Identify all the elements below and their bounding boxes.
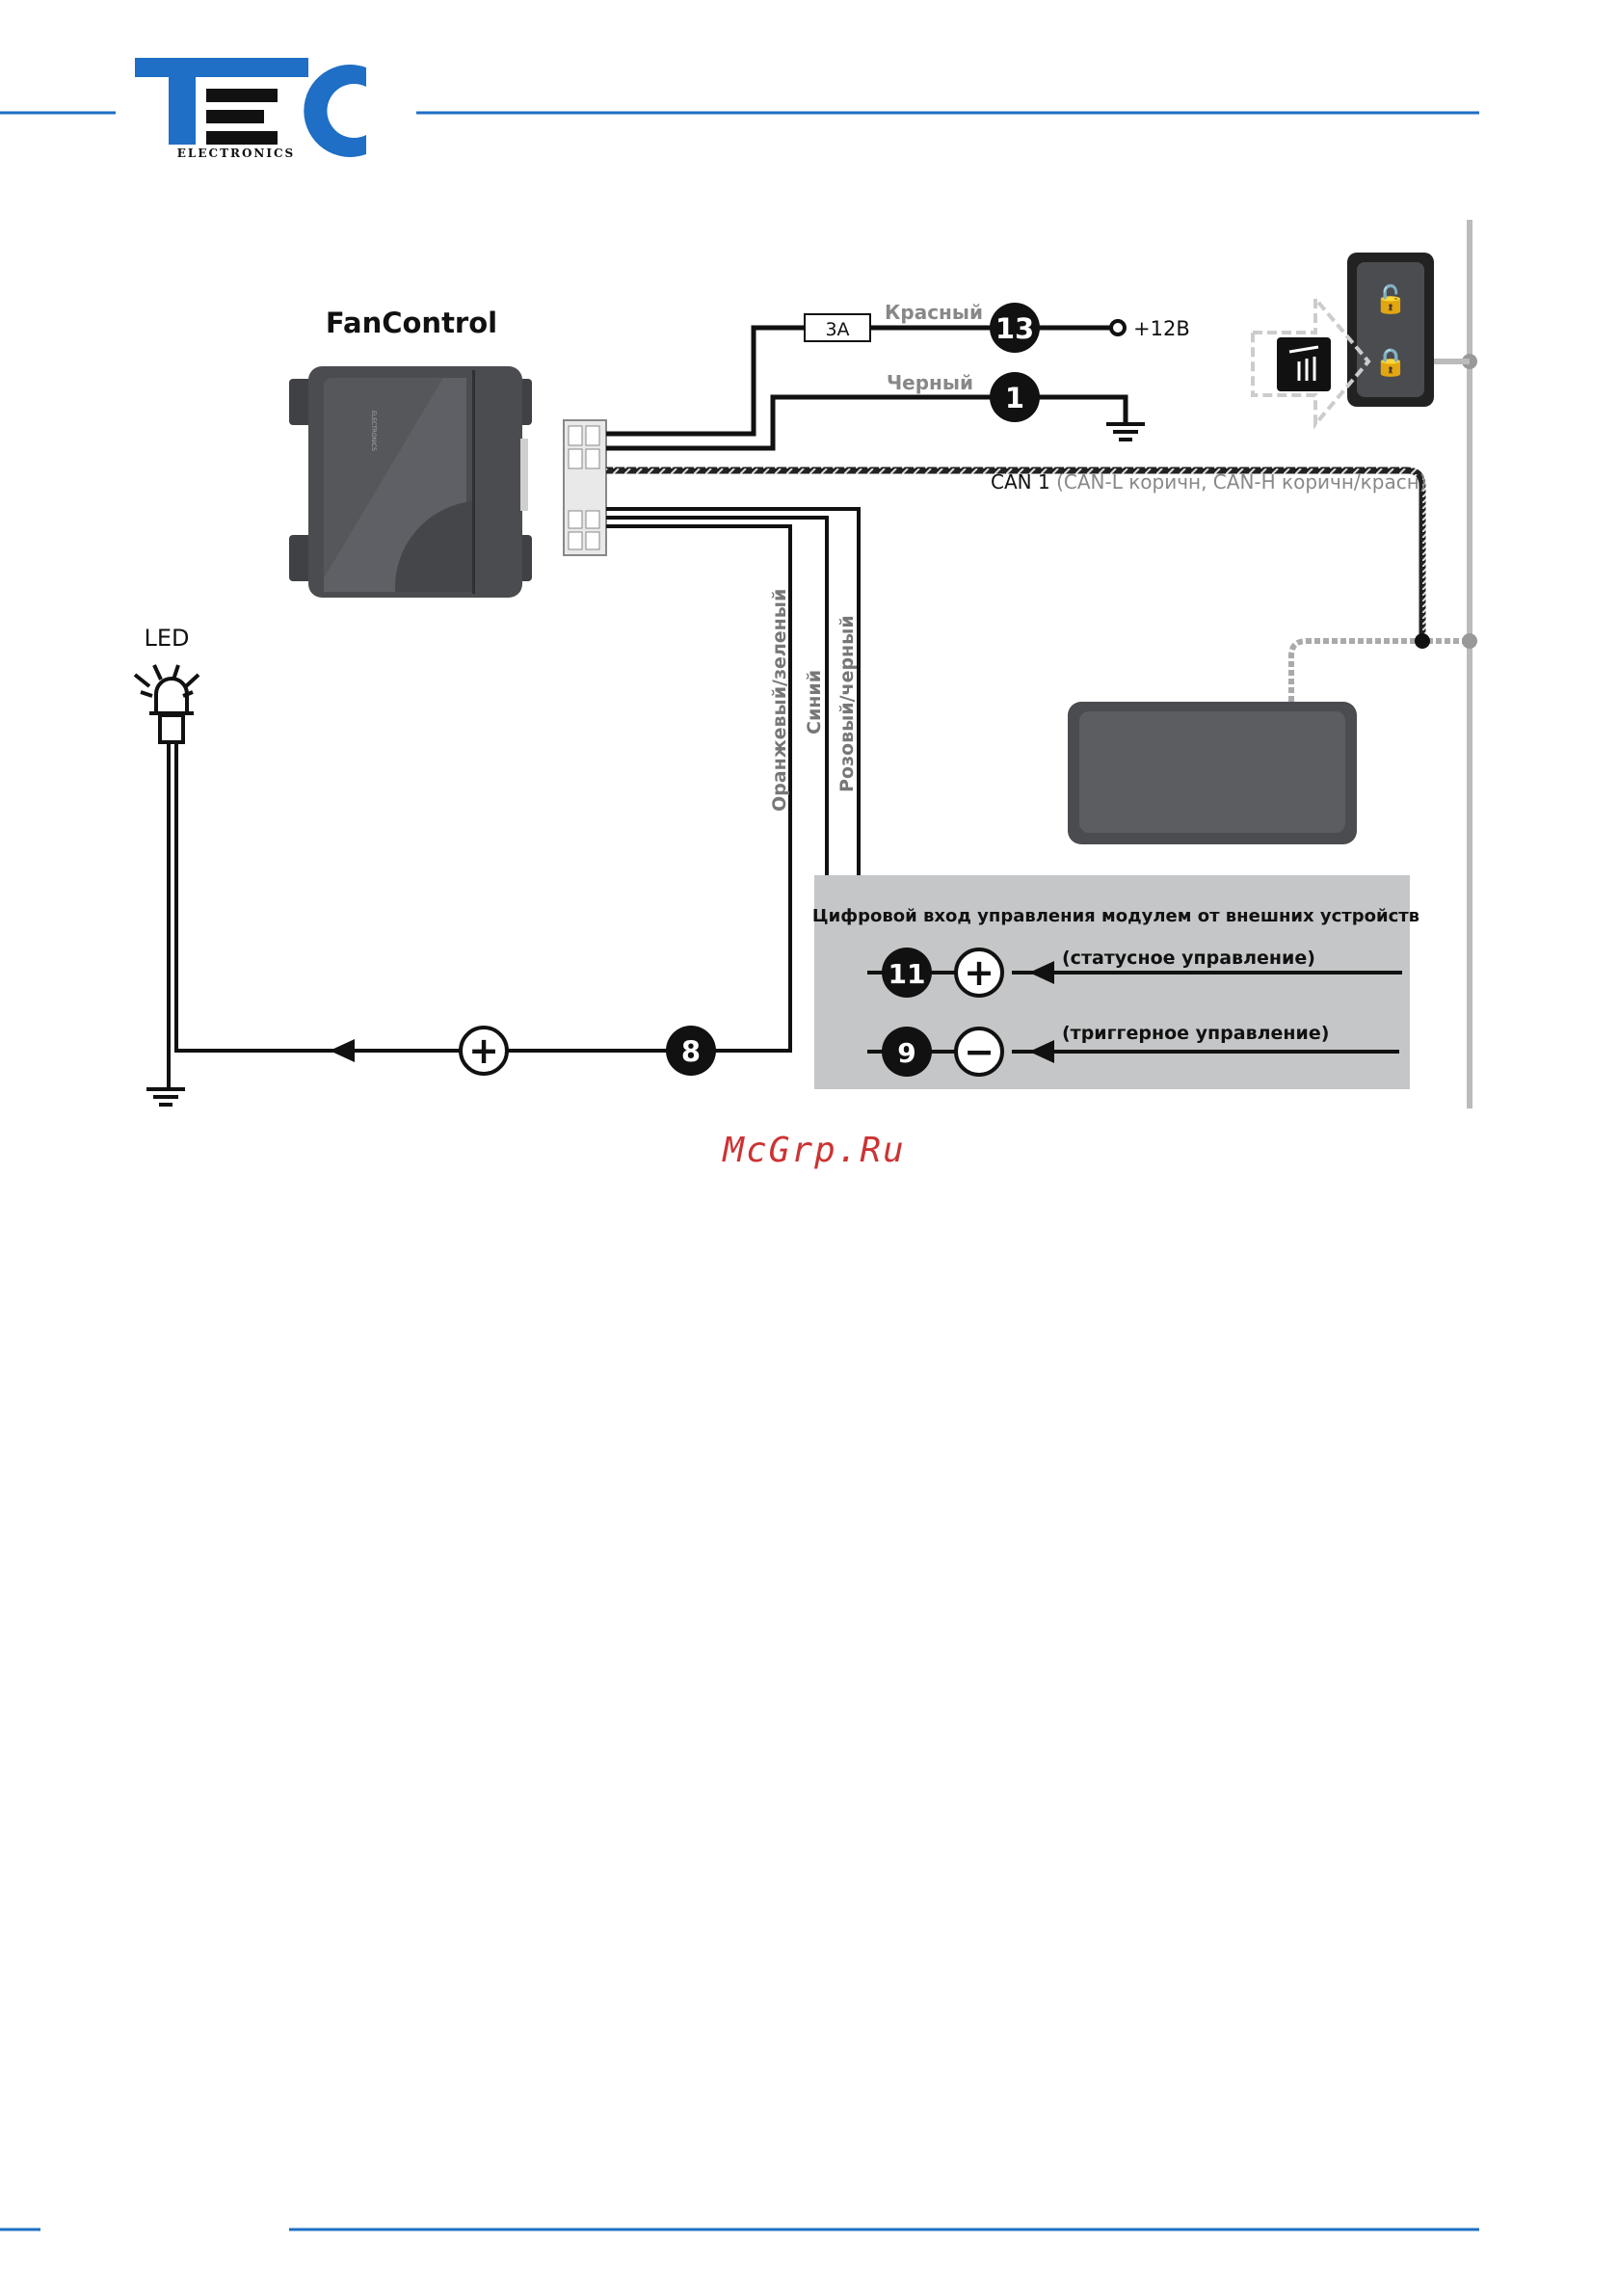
- status-plus-sign: +: [964, 951, 995, 994]
- seat-heat-icon: [1277, 337, 1331, 391]
- wire-label-pink-black: Розовый/черный: [836, 615, 858, 792]
- device-logo-text: ELECTRONICS: [370, 411, 377, 451]
- led-icon: [135, 665, 199, 742]
- pin-9-label: 9: [897, 1037, 915, 1069]
- can-junction: [1415, 633, 1430, 649]
- lock-icon: 🔒: [1374, 346, 1408, 378]
- ground-symbol-top: [1106, 424, 1145, 440]
- led-flow-arrow: [330, 1039, 355, 1062]
- can-label-main: CAN 1: [991, 470, 1050, 494]
- can-branch: [1291, 641, 1470, 702]
- pin-1-label: 1: [1005, 382, 1024, 414]
- led-wire: [169, 740, 713, 1058]
- fuse-label: 3A: [825, 319, 849, 340]
- pin-11-label: 11: [889, 958, 926, 990]
- pin-8-label: 8: [681, 1035, 701, 1068]
- vehicle-control-unit: [1068, 702, 1357, 844]
- can-label: CAN 1 (CAN-L коричн, CAN-H коричн/красн): [991, 470, 1427, 494]
- unlock-icon: 🔓: [1374, 283, 1408, 315]
- watermark: McGrp.Ru: [721, 1131, 905, 1170]
- pin-13-label: 13: [995, 312, 1034, 345]
- black-ground-wire: [606, 397, 1126, 448]
- red-power-wire: [606, 328, 1118, 434]
- wire-label-orange-green: Оранжевый/зеленый: [769, 589, 790, 812]
- plus-12v-label: +12В: [1133, 317, 1190, 340]
- trigger-control-label: (триггерное управление): [1062, 1023, 1329, 1044]
- led-plus-sign: +: [468, 1029, 499, 1072]
- black-wire-label: Черный: [887, 371, 973, 394]
- plus-terminal: [1111, 321, 1125, 334]
- ground-symbol-led: [146, 1058, 185, 1105]
- can-label-detail: (CAN-L коричн, CAN-H коричн/красн): [1056, 470, 1427, 494]
- can-twisted-pair: [606, 470, 1422, 641]
- red-wire-label: Красный: [885, 301, 983, 324]
- tec-logo: ELECTRONICS: [135, 58, 366, 160]
- fancontrol-module: ELECTRONICS: [289, 366, 532, 598]
- remote-key-fob: 🔓 🔒: [1347, 253, 1470, 407]
- bus-junction-mid: [1462, 633, 1477, 649]
- logo-text: ELECTRONICS: [177, 147, 295, 160]
- status-control-label: (статусное управление): [1062, 948, 1315, 969]
- connector: [564, 420, 606, 555]
- wire-label-blue: Синий: [804, 670, 825, 734]
- device-title: FanControl: [326, 307, 497, 339]
- led-label: LED: [144, 625, 189, 652]
- trigger-minus-sign: −: [964, 1030, 995, 1073]
- digital-input-title: Цифровой вход управления модулем от внеш…: [812, 906, 1419, 926]
